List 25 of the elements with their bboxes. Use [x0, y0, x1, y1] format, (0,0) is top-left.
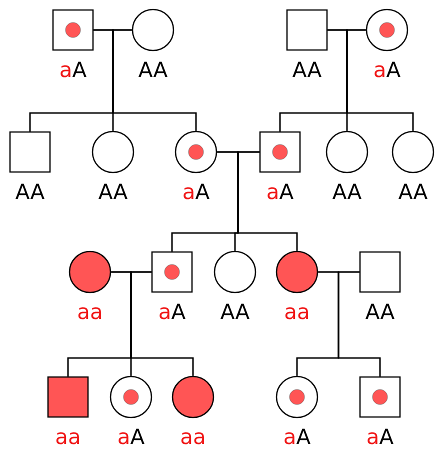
pedigree-line	[237, 151, 298, 251]
genotype-label: aA	[184, 184, 210, 200]
genotype-label: aA	[368, 428, 394, 444]
genotype-label: aA	[60, 62, 86, 78]
genotype-label: AA	[220, 304, 250, 319]
pedigree-line	[338, 271, 381, 376]
pedigree-line	[130, 271, 194, 376]
genotype-label: aa	[181, 432, 204, 444]
genotype-label: AA	[98, 184, 128, 199]
genotype-label: aa	[56, 432, 79, 444]
genotype-label: aA	[374, 62, 400, 78]
genotype-label: aA	[160, 304, 186, 320]
genotype-label: aA	[284, 428, 310, 444]
genotype-label: AA	[138, 62, 168, 77]
genotype-label: AA	[292, 62, 322, 77]
genotype-label: AA	[398, 184, 428, 199]
genotype-label: aA	[268, 184, 294, 200]
genotype-label: AA	[16, 184, 44, 199]
genotype-label: AA	[366, 304, 394, 319]
genotype-label: aa	[285, 307, 308, 320]
pedigree-line	[346, 29, 414, 131]
genotype-label: AA	[332, 184, 362, 199]
genotype-label: aa	[78, 307, 101, 320]
genotype-label: aA	[118, 428, 144, 444]
pedigree-line	[112, 29, 197, 131]
